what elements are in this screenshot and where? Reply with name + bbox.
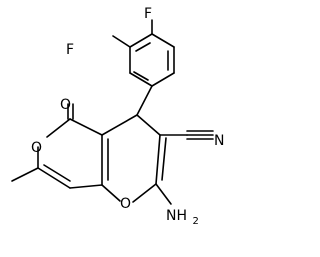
bond-c2-o1	[132, 183, 157, 203]
bond-aryl-3	[151, 72, 175, 87]
bond-c5-o6	[46, 118, 71, 138]
bond-c3-c2-double	[161, 137, 167, 181]
bond-aryl-4	[129, 72, 153, 87]
bond-c7-c8-double	[43, 164, 71, 182]
atom-label-fluorine-left: F	[66, 42, 74, 58]
structure-canvas: F F O O O N NH 2	[11, 6, 225, 227]
bond-c4a-c4	[101, 114, 138, 136]
bond-aryl-1	[151, 33, 175, 48]
atom-label-amino-main: NH	[166, 208, 187, 224]
bond-c7-c8	[37, 167, 71, 189]
bond-o1-c8a	[101, 184, 121, 202]
atom-label-amino-subscript: 2	[192, 216, 198, 227]
bond-aryl-6	[129, 33, 153, 48]
bond-aryl-6b	[135, 42, 151, 52]
bond-methyl	[11, 167, 39, 182]
atom-label-nitrile-nitrogen: N	[214, 133, 224, 149]
bond-aryl-to-pyran	[136, 85, 153, 116]
atom-label-ring-oxygen-bottom: O	[120, 196, 131, 212]
atom-label-amino: NH 2	[166, 208, 199, 227]
atom-label-carbonyl-oxygen: O	[60, 97, 71, 113]
bond-amino	[155, 183, 172, 205]
bond-left-fluorine	[112, 35, 131, 48]
chemical-structure: F F O O O N NH 2	[11, 6, 224, 227]
bond-c8-c8a	[69, 184, 103, 189]
atom-label-ring-oxygen-left: O	[31, 140, 42, 156]
bond-c3-c2	[155, 134, 161, 185]
bond-network	[11, 19, 214, 205]
atom-label-fluorine-top: F	[144, 6, 152, 22]
bond-c4a-c5	[69, 118, 103, 136]
bond-c4-c3	[136, 114, 161, 136]
bond-aryl-4b	[133, 71, 149, 81]
